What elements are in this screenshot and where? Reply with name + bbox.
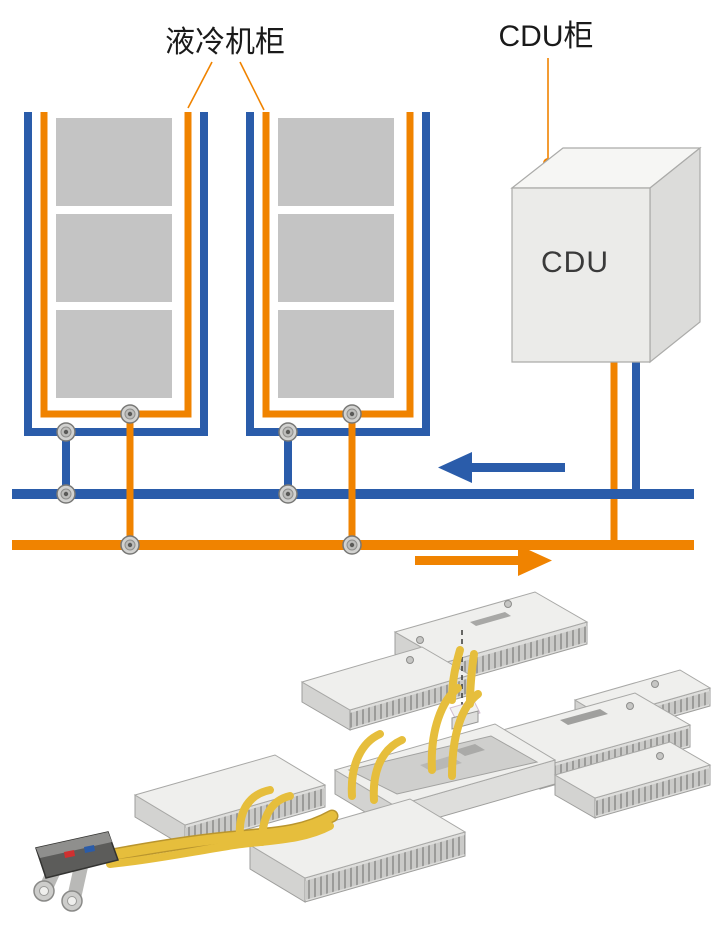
screw-icon xyxy=(504,600,512,608)
rack1-shelf xyxy=(56,214,172,302)
rack2-shelf xyxy=(278,118,394,206)
coolant-tube xyxy=(235,786,274,842)
socket-slot-icon xyxy=(560,709,608,725)
pipe-connector-dot-icon xyxy=(278,422,298,442)
screw-icon xyxy=(651,680,659,688)
pipe-connector-dot-icon xyxy=(278,484,298,504)
cdu-cabinet-label: CDU柜 xyxy=(499,20,594,53)
leader-line-icon xyxy=(187,61,213,109)
rack2-shelf xyxy=(278,310,394,398)
rack1-orange-loop-pipe xyxy=(40,112,192,418)
coolant-tube xyxy=(466,650,478,708)
quick-connect-plug xyxy=(33,831,119,912)
plug-nozzle-icon xyxy=(67,896,77,906)
screw-icon xyxy=(626,702,634,710)
blue-marker-icon xyxy=(84,845,95,853)
rack-leader-lines xyxy=(187,61,265,111)
pipe-connector-dot-icon xyxy=(342,535,362,555)
cdu-box: CDU xyxy=(510,146,702,545)
red-marker-icon xyxy=(64,850,75,858)
screw-icon xyxy=(416,636,424,644)
cold-plate-assembly xyxy=(33,591,712,912)
coolant-tube xyxy=(107,811,337,860)
blue-flow-arrow-left-icon xyxy=(438,452,565,483)
cdu-box-label: CDU xyxy=(541,246,609,279)
rack2-orange-loop-pipe xyxy=(262,112,414,418)
pipe-connector-dot-icon xyxy=(342,404,362,424)
cold-plate-module xyxy=(300,646,472,731)
pipe-connector-dot-icon xyxy=(120,404,140,424)
pipe-connector-dot-icon xyxy=(56,422,76,442)
coolant-tube xyxy=(448,646,464,704)
cdu-front-face xyxy=(511,187,651,363)
coolant-tube xyxy=(106,822,334,868)
pipe-connector-dot-icon xyxy=(120,535,140,555)
rack1-shelf xyxy=(56,310,172,398)
rack1-shelf xyxy=(56,118,172,206)
leader-line-icon xyxy=(239,61,265,111)
coolant-tube xyxy=(258,792,294,846)
cold-plate-module xyxy=(553,741,712,819)
cdu-leader-line xyxy=(543,58,553,168)
rack2-shelf xyxy=(278,214,394,302)
rack2-blue-loop-pipe xyxy=(246,112,430,436)
screw-icon xyxy=(406,656,414,664)
cold-plate-module xyxy=(248,798,467,903)
rack-1 xyxy=(24,112,208,545)
coolant-tube xyxy=(369,736,406,804)
board-component xyxy=(455,744,485,756)
coolant-tubes xyxy=(105,646,482,868)
rack-label: 液冷机柜 xyxy=(165,26,285,59)
plug-nozzle-icon xyxy=(39,886,49,896)
rack-2 xyxy=(246,112,430,545)
plug-housing-top xyxy=(36,832,112,858)
open-chassis-tray xyxy=(333,723,557,831)
coolant-tube xyxy=(347,730,384,800)
orange-flow-arrow-right-icon xyxy=(415,545,552,576)
rack1-blue-loop-pipe xyxy=(24,112,208,436)
cold-plate-module xyxy=(133,754,327,848)
pipe-connector-dot-icon xyxy=(56,484,76,504)
pipe-connectors xyxy=(56,404,362,555)
screw-icon xyxy=(656,752,664,760)
socket-slot-icon xyxy=(470,612,511,626)
